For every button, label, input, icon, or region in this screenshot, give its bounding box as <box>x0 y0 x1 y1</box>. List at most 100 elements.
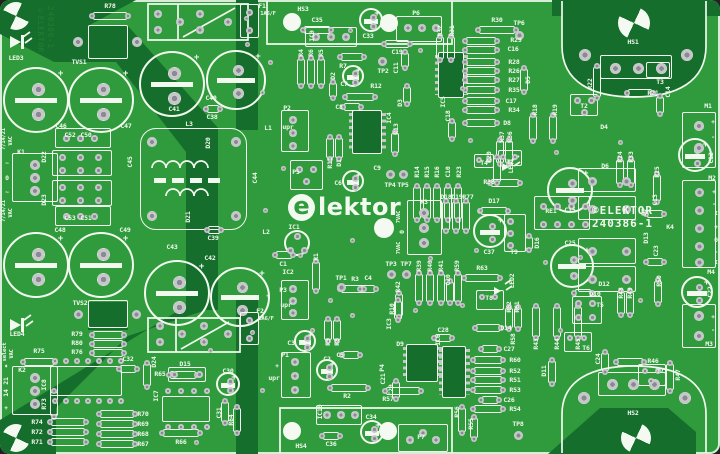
component-label: D6 <box>601 161 609 170</box>
solder-pad <box>694 257 704 267</box>
solder-pad <box>30 186 40 196</box>
component-label: C24 <box>593 353 602 365</box>
solder-pad <box>476 157 482 163</box>
component-outline <box>55 128 111 148</box>
solder-pad <box>231 137 241 147</box>
component-label: R66 <box>175 437 187 446</box>
component-label: C52 <box>64 130 76 139</box>
resistor-body <box>462 46 500 54</box>
component-label: R52 <box>509 366 521 375</box>
component-label: R13 <box>391 123 400 135</box>
resistor-body <box>96 440 138 448</box>
component-label: C41 <box>168 104 180 113</box>
solder-pad <box>297 252 303 258</box>
component-label: M2 <box>708 173 716 182</box>
component-label: - <box>711 325 715 334</box>
resistor-body <box>452 198 460 234</box>
plus-mark: + <box>584 245 590 256</box>
component-label: C32 <box>122 354 134 363</box>
resistor-body <box>643 258 667 266</box>
solder-pad <box>473 247 479 253</box>
solder-pad <box>165 424 171 430</box>
component-label: M3 <box>705 339 713 348</box>
resistor-body <box>204 226 224 234</box>
resistor-body <box>472 324 504 332</box>
electrolytic-capacitor: + <box>294 330 316 352</box>
resistor-body <box>337 53 367 61</box>
electrolytic-capacitor: + <box>206 50 266 110</box>
solder-pad <box>579 49 591 61</box>
component-label: D14 <box>500 323 512 332</box>
component-label: + <box>275 361 279 370</box>
component-label: 0 <box>5 173 9 182</box>
solder-pad <box>574 299 582 307</box>
solder-pad <box>96 247 110 261</box>
component-label: R23 <box>454 166 463 178</box>
solder-pad <box>295 165 303 173</box>
component-outline <box>88 25 128 59</box>
component-label: TVS1 <box>71 57 87 66</box>
component-label: C20 <box>443 274 452 286</box>
capacitor-polarity-band <box>14 262 58 268</box>
solder-pad <box>96 108 110 122</box>
component-label: R41 <box>436 260 445 272</box>
component-label: 21 <box>1 377 10 385</box>
silkscreen-outline <box>561 365 707 453</box>
component-label: C31 <box>214 407 223 419</box>
component-label: D23 <box>39 194 48 206</box>
solder-pad <box>347 27 353 33</box>
solder-pad <box>178 330 186 338</box>
resistor-body <box>447 33 455 63</box>
electrolytic-capacitor: + <box>547 167 593 213</box>
resistor-body <box>475 26 519 34</box>
component-label: C47 <box>120 121 132 130</box>
solder-pad <box>90 212 98 220</box>
solder-pad <box>419 429 427 437</box>
capacitor-polarity-band <box>155 290 199 296</box>
plus-mark: + <box>259 269 265 280</box>
solder-pad <box>94 153 102 161</box>
copper-pour-region <box>0 0 136 62</box>
elektor-logo: e lektor <box>288 193 401 221</box>
component-label: R18 <box>530 104 539 116</box>
solder-pad <box>200 322 208 330</box>
solder-pad <box>580 108 588 116</box>
solder-pad <box>31 273 45 287</box>
component-label: R68 <box>137 429 149 438</box>
solder-pad <box>369 23 377 31</box>
solder-pad <box>694 205 704 215</box>
component-label: 1A6/F <box>260 10 276 17</box>
component-label: R35 <box>508 85 520 94</box>
solder-pad <box>262 207 268 213</box>
component-label: + <box>711 312 715 321</box>
solder-pad <box>587 176 597 186</box>
solder-pad <box>679 392 691 404</box>
resistor-body <box>462 97 500 105</box>
resistor-body <box>470 386 506 394</box>
solder-pad <box>351 70 359 78</box>
solder-pad <box>606 378 618 390</box>
component-label: - <box>712 199 716 208</box>
component-label: TP8 <box>512 419 524 428</box>
solder-pad <box>506 217 514 225</box>
solder-pad <box>632 62 644 74</box>
component-label: P2 <box>283 103 291 112</box>
resistor-body <box>307 55 315 89</box>
solder-pad <box>231 211 241 221</box>
electrolytic-capacitor: + <box>342 65 364 87</box>
solder-pad <box>291 358 299 366</box>
component-outline <box>646 62 670 78</box>
solder-pad <box>479 294 485 300</box>
resistor-body <box>462 86 500 94</box>
component-label: L1 <box>264 123 272 132</box>
component-outline <box>476 290 504 310</box>
component-label: D13 <box>641 232 650 244</box>
resistor-body <box>312 258 320 294</box>
resistor-body <box>454 270 462 306</box>
component-label: D10 <box>589 289 601 298</box>
silkscreen-outline <box>22 31 34 327</box>
solder-pad <box>293 232 301 240</box>
component-outline <box>50 366 122 396</box>
transformer-outline <box>140 128 247 230</box>
solder-pad <box>31 82 45 96</box>
